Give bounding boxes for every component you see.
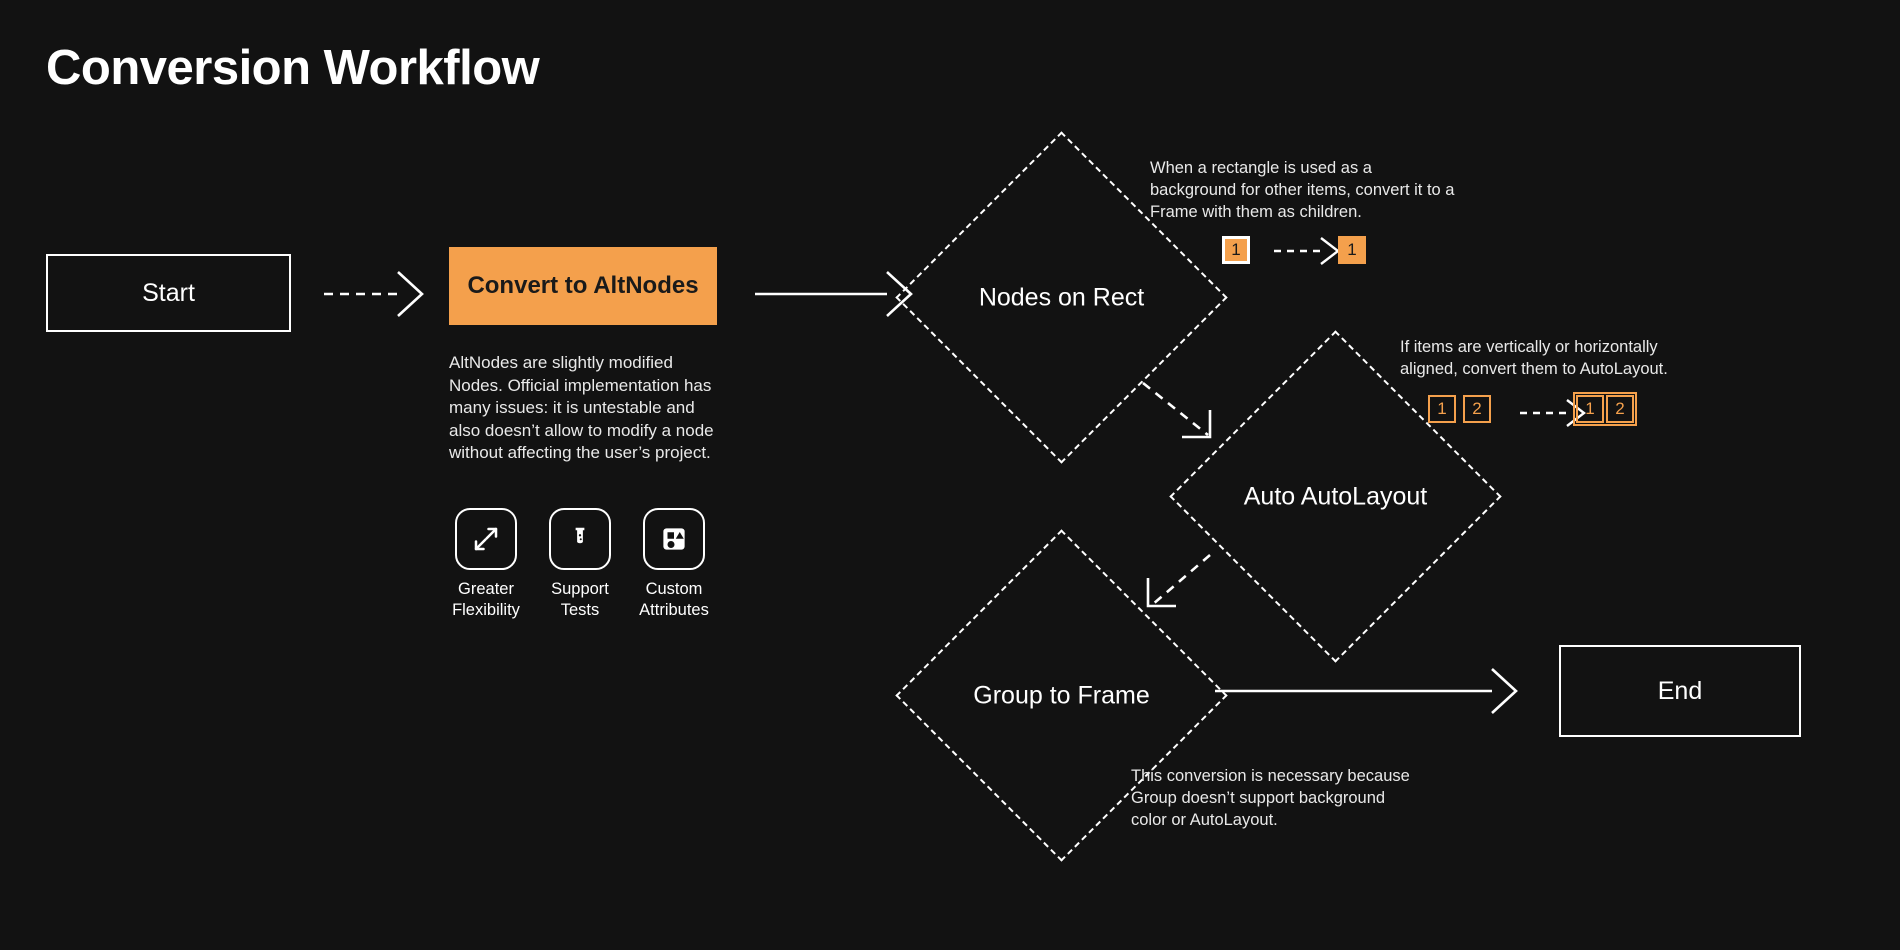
feature-custom-attributes[interactable]: Custom Attributes	[639, 508, 709, 621]
expand-arrows-icon	[455, 508, 517, 570]
node-group-to-frame-label: Group to Frame	[973, 681, 1150, 709]
node-nodes-on-rect-label: Nodes on Rect	[978, 283, 1145, 311]
node-group-to-frame[interactable]: Group to Frame	[895, 529, 1228, 862]
badge-illustration-rect: 1 1	[1222, 236, 1366, 264]
annotation-auto-autolayout: If items are vertically or horizontally …	[1400, 338, 1668, 378]
badge-1: 1	[1428, 395, 1456, 423]
node-start[interactable]: Start	[46, 254, 291, 332]
badge-group-after: 1 2	[1573, 392, 1637, 426]
annotation-nodes-on-rect: When a rectangle is used as a background…	[1150, 159, 1455, 221]
badge-after: 1	[1338, 236, 1366, 264]
node-auto-autolayout-label: Auto AutoLayout	[1243, 482, 1428, 510]
feature-label: Support Tests	[551, 580, 609, 620]
feature-greater-flexibility[interactable]: Greater Flexibility	[452, 508, 520, 621]
badge-illustration-align: 1 2 1 2	[1428, 392, 1637, 426]
node-start-label: Start	[142, 278, 195, 307]
badge-2: 2	[1606, 395, 1634, 423]
arrow-start-to-convert	[324, 271, 424, 317]
node-nodes-on-rect[interactable]: Nodes on Rect	[895, 131, 1228, 464]
page-title: Conversion Workflow	[46, 41, 540, 95]
node-convert-to-altnodes[interactable]: Convert to AltNodes	[449, 247, 717, 325]
feature-label: Greater Flexibility	[452, 580, 520, 620]
feature-support-tests[interactable]: Support Tests	[546, 508, 614, 621]
arrow-group-to-end	[1215, 668, 1518, 714]
altnodes-description: AltNodes are slightly modified Nodes. Of…	[449, 353, 714, 463]
node-end[interactable]: End	[1559, 645, 1801, 737]
arrow-convert-to-nodes	[755, 271, 913, 317]
test-tube-icon	[549, 508, 611, 570]
node-end-label: End	[1657, 676, 1703, 705]
feature-list: Greater Flexibility Support Tests	[452, 508, 709, 621]
shapes-icon	[643, 508, 705, 570]
node-convert-label: Convert to AltNodes	[467, 272, 699, 299]
feature-label: Custom Attributes	[639, 580, 709, 620]
badge-2: 2	[1463, 395, 1491, 423]
badge-1: 1	[1576, 395, 1604, 423]
badge-group-before: 1 2	[1428, 395, 1491, 423]
badge-before: 1	[1222, 236, 1250, 264]
annotation-group-to-frame: This conversion is necessary because Gro…	[1131, 767, 1410, 829]
node-auto-autolayout[interactable]: Auto AutoLayout	[1169, 330, 1502, 663]
